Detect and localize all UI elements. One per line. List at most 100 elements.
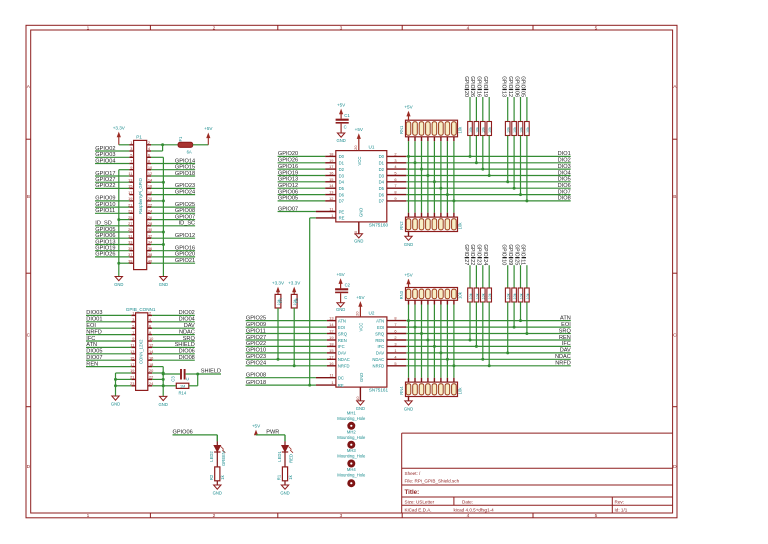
svg-text:+5V: +5V (336, 272, 345, 277)
svg-text:GPIO: GPIO (469, 76, 475, 89)
svg-text:GPIO13: GPIO13 (278, 177, 298, 183)
svg-text:RE: RE (338, 383, 344, 388)
svg-text:20: 20 (149, 368, 154, 373)
svg-text:3: 3 (340, 26, 343, 32)
svg-text:IFC: IFC (377, 344, 384, 349)
svg-text:GPIO: GPIO (476, 244, 482, 257)
svg-text:10k: 10k (277, 299, 281, 305)
svg-text:D6: D6 (379, 192, 385, 197)
svg-text:GPIO26: GPIO26 (95, 252, 115, 258)
svg-text:DC: DC (338, 376, 344, 381)
svg-text:1: 1 (87, 26, 90, 32)
svg-text:C3: C3 (170, 376, 175, 382)
svg-text:GPIO17: GPIO17 (95, 171, 115, 177)
svg-text:30: 30 (148, 227, 153, 232)
svg-text:2: 2 (213, 513, 216, 519)
svg-text:RN3: RN3 (399, 290, 404, 299)
svg-text:19: 19 (482, 91, 488, 97)
svg-text:GPIO09: GPIO09 (246, 322, 266, 328)
svg-text:GND: GND (213, 491, 222, 496)
svg-text:SHIELD: SHIELD (201, 369, 221, 375)
svg-text:GPIO09: GPIO09 (95, 196, 115, 202)
svg-text:4: 4 (394, 354, 397, 359)
svg-text:6: 6 (148, 153, 150, 158)
svg-text:D2: D2 (339, 167, 345, 172)
svg-text:GPIO05: GPIO05 (278, 196, 298, 202)
svg-text:GPIO16: GPIO16 (175, 246, 195, 252)
svg-text:GPIO10: GPIO10 (246, 348, 266, 354)
svg-text:CONN_12X2: CONN_12X2 (138, 339, 143, 364)
svg-text:A: A (673, 84, 677, 90)
svg-text:21: 21 (130, 375, 134, 380)
svg-text:C2: C2 (345, 283, 351, 288)
svg-text:3: 3 (132, 317, 134, 322)
svg-text:GPIO22: GPIO22 (246, 341, 266, 347)
svg-text:GPIO: GPIO (482, 244, 488, 257)
svg-text:R5: R5 (295, 298, 299, 303)
svg-text:05: 05 (520, 91, 526, 97)
svg-text:15: 15 (329, 348, 333, 353)
svg-text:DIO03: DIO03 (86, 310, 102, 316)
svg-text:D4: D4 (379, 180, 385, 185)
svg-text:NDAC: NDAC (372, 357, 384, 362)
svg-text:GREEN: GREEN (221, 451, 226, 466)
svg-text:+5V: +5V (204, 126, 213, 131)
svg-text:23: 23 (128, 209, 132, 214)
svg-text:10: 10 (148, 165, 153, 170)
svg-text:GPIO07: GPIO07 (278, 206, 298, 212)
svg-text:10k: 10k (482, 127, 486, 133)
svg-text:13: 13 (130, 349, 134, 354)
svg-text:1: 1 (130, 140, 132, 145)
svg-text:3: 3 (394, 158, 396, 163)
svg-text:GPIO08: GPIO08 (246, 373, 266, 379)
svg-text:GPIO27: GPIO27 (95, 177, 115, 183)
svg-text:10k: 10k (526, 127, 530, 133)
svg-text:1M: 1M (180, 385, 185, 389)
svg-text:15: 15 (130, 355, 134, 360)
svg-text:GPIB_CONN1: GPIB_CONN1 (126, 307, 156, 312)
svg-text:Mounting_Hole: Mounting_Hole (337, 454, 366, 459)
svg-text:Size: USLetter: Size: USLetter (405, 499, 435, 504)
svg-text:GPIO23: GPIO23 (175, 183, 195, 189)
svg-text:GPIO: GPIO (501, 244, 507, 257)
svg-text:P1: P1 (136, 135, 142, 140)
svg-text:Mounting_Hole: Mounting_Hole (337, 435, 366, 440)
svg-text:7: 7 (132, 330, 134, 335)
svg-text:10k: 10k (507, 293, 511, 299)
svg-text:LED1: LED1 (277, 451, 282, 462)
svg-text:GPIO15: GPIO15 (175, 165, 195, 171)
svg-text:5: 5 (595, 513, 598, 519)
svg-text:10k: 10k (513, 293, 517, 299)
svg-text:EOI: EOI (561, 322, 571, 328)
svg-text:27: 27 (463, 259, 469, 265)
svg-text:C: C (185, 377, 190, 380)
svg-text:12: 12 (507, 91, 513, 97)
svg-text:10k: 10k (458, 126, 463, 134)
svg-text:31: 31 (128, 233, 132, 238)
svg-text:ATN: ATN (338, 318, 346, 323)
svg-text:GPIO27: GPIO27 (246, 335, 266, 341)
svg-text:8: 8 (148, 159, 150, 164)
svg-text:4: 4 (467, 26, 470, 32)
svg-text:GPIO: GPIO (463, 76, 469, 89)
svg-text:ATN: ATN (560, 315, 571, 321)
svg-text:ID_SC: ID_SC (179, 221, 195, 227)
svg-text:6: 6 (394, 329, 396, 334)
svg-text:23: 23 (130, 381, 134, 386)
svg-text:GPIO26: GPIO26 (278, 158, 298, 164)
svg-text:MH1: MH1 (347, 410, 357, 415)
svg-text:Mounting_Hole: Mounting_Hole (337, 416, 366, 421)
svg-text:DIO1: DIO1 (558, 151, 571, 157)
svg-text:3: 3 (340, 513, 343, 519)
svg-text:18: 18 (329, 341, 333, 346)
svg-text:9: 9 (130, 165, 132, 170)
svg-text:7: 7 (394, 183, 396, 188)
svg-text:DAV: DAV (560, 348, 571, 354)
svg-text:10: 10 (355, 396, 360, 401)
svg-text:20: 20 (148, 196, 153, 201)
svg-text:2: 2 (213, 26, 216, 32)
svg-text:GPIO10: GPIO10 (95, 202, 115, 208)
svg-text:10k: 10k (469, 293, 473, 299)
svg-text:DIO7: DIO7 (558, 189, 571, 195)
svg-text:GPIO: GPIO (482, 76, 488, 89)
